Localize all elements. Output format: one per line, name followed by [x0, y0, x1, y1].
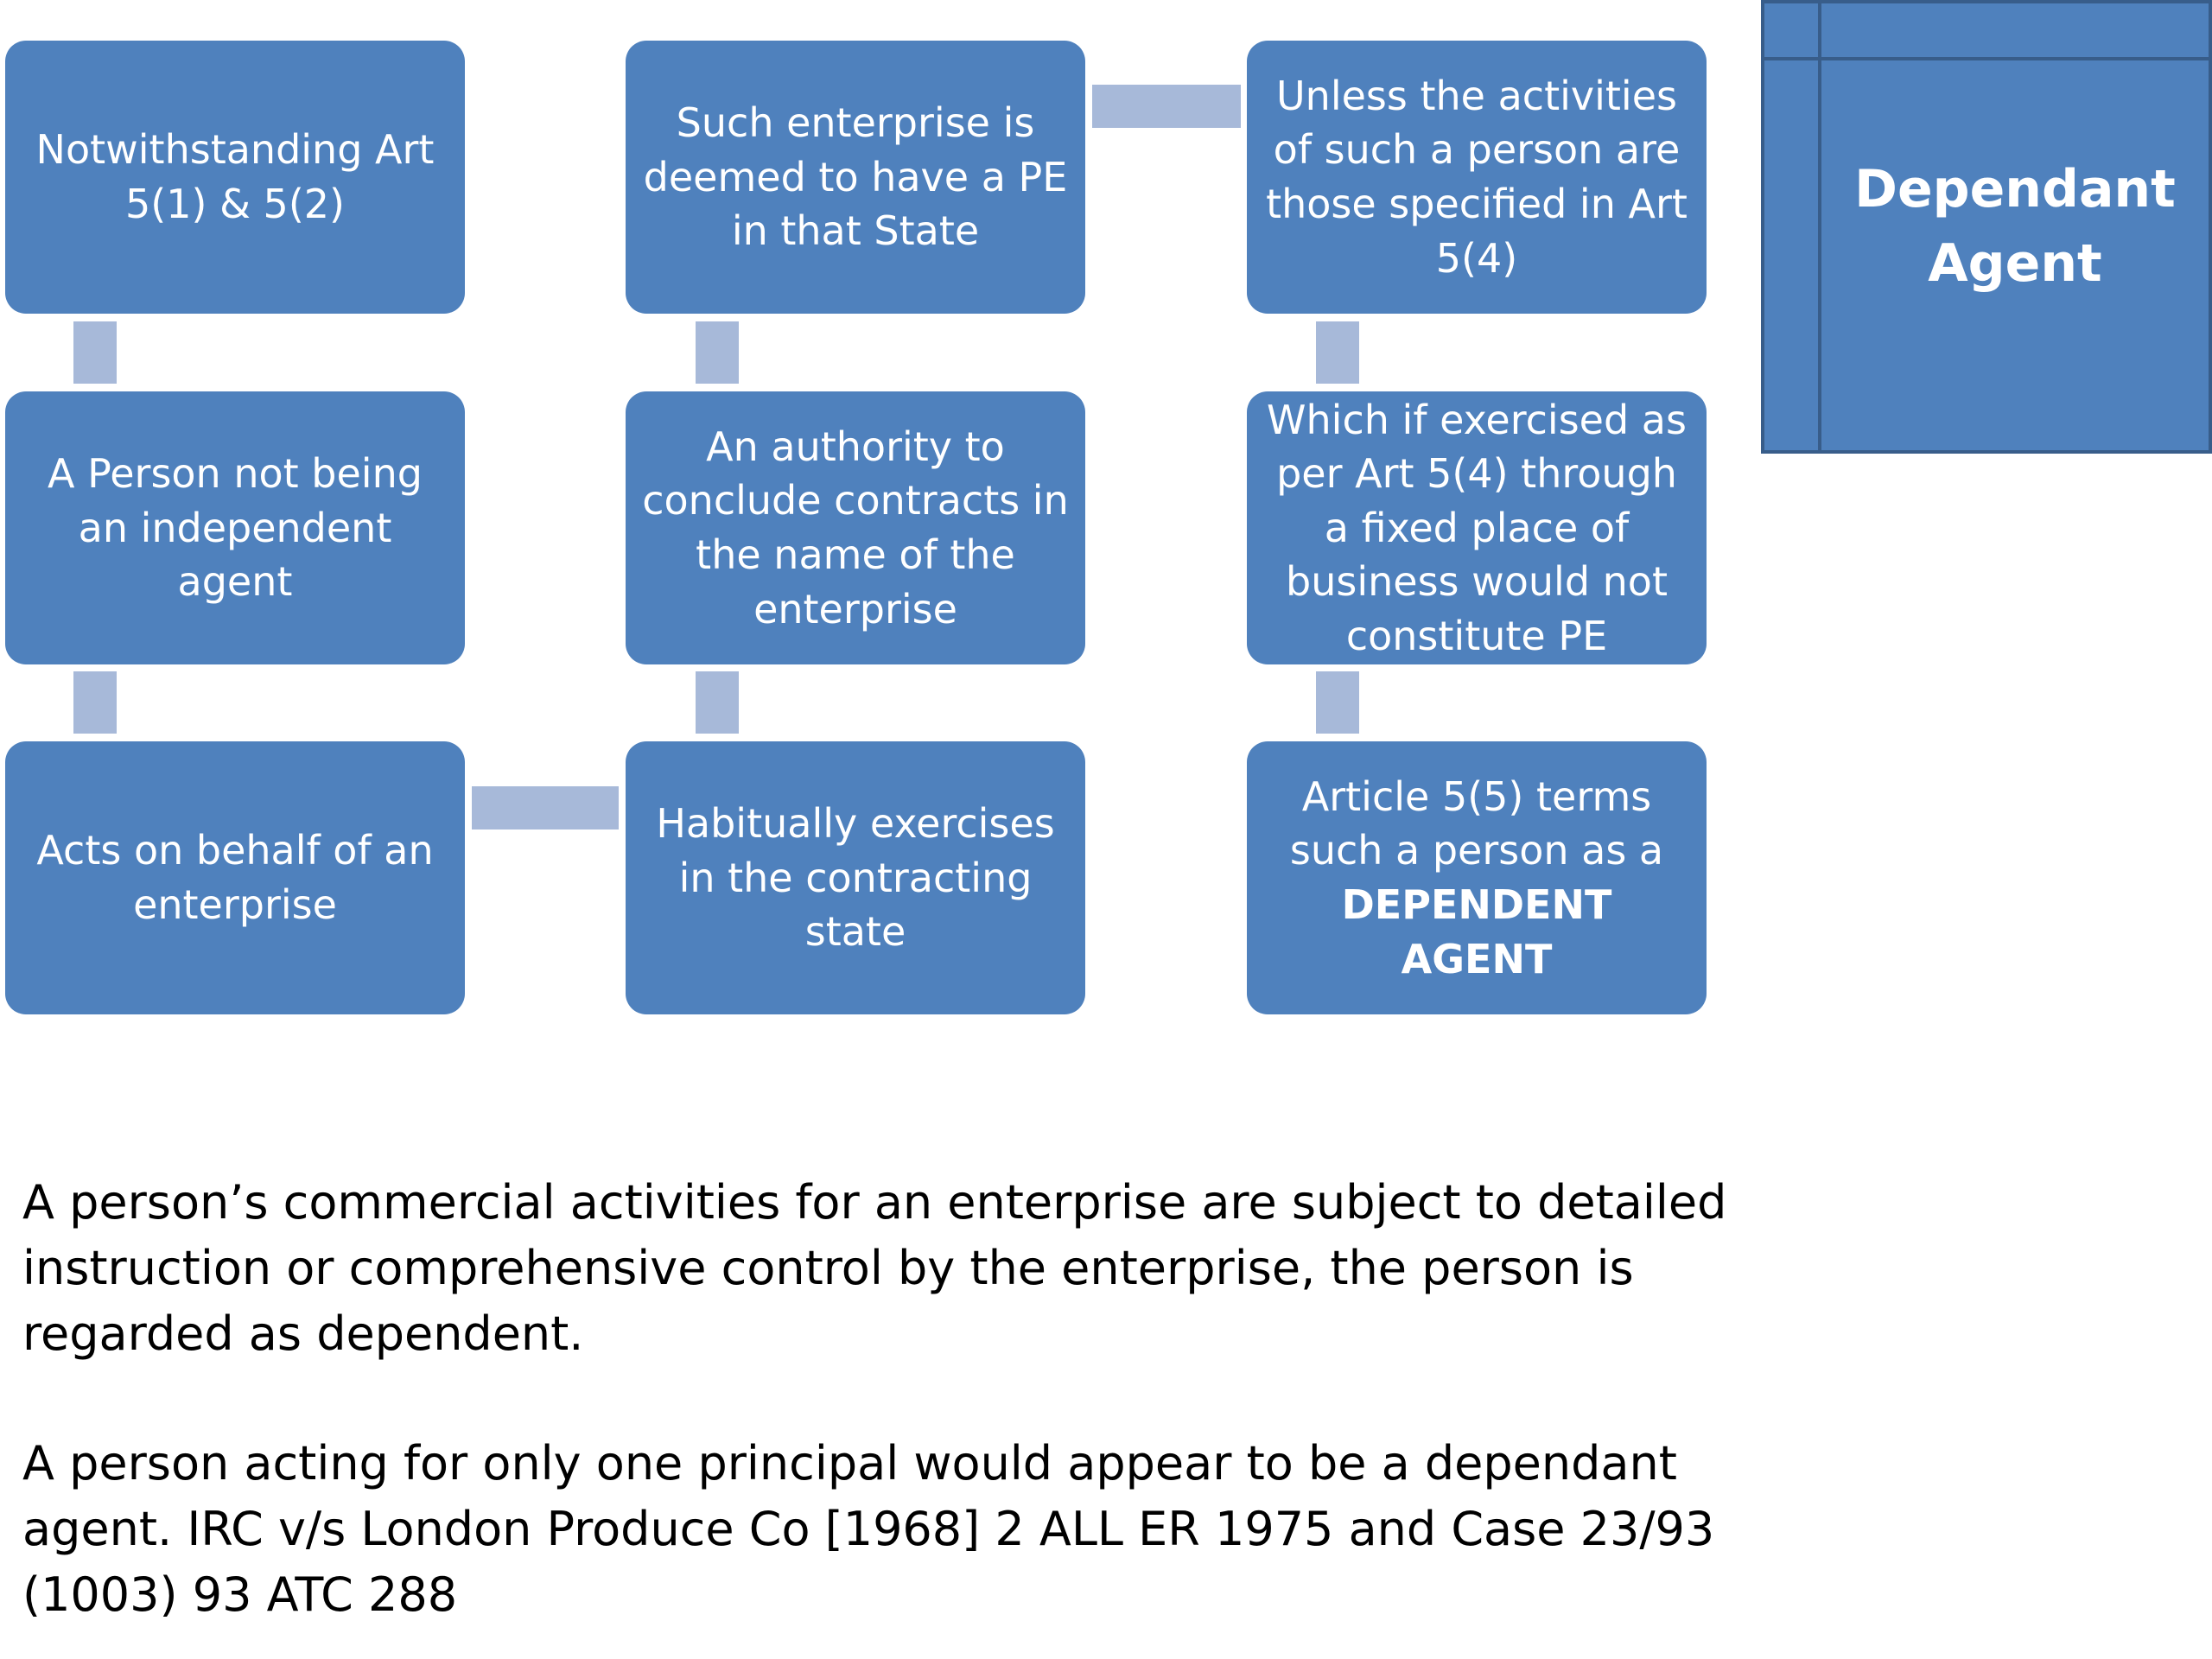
flow-box-text: Which if exercised as per Art 5(4) throu…: [1267, 396, 1687, 659]
connector-b5-b6: [696, 321, 739, 384]
title-line-2: Agent: [1928, 232, 2102, 294]
title-line-1: Dependant: [1854, 159, 2176, 220]
connector-b7-b8: [1316, 321, 1359, 384]
flow-box-text: Acts on behalf of an enterprise: [36, 827, 434, 928]
title-panel-divider-horizontal: [1764, 57, 2209, 60]
flow-box-fixed-place: Which if exercised as per Art 5(4) throu…: [1247, 391, 1707, 664]
title-text: Dependant Agent: [1821, 60, 2209, 450]
flow-box-notwithstanding: Notwithstanding Art 5(1) & 5(2): [5, 41, 465, 314]
flow-box-authority-contracts: An authority to conclude contracts in th…: [626, 391, 1085, 664]
flow-box-text: Such enterprise is deemed to have a PE i…: [643, 99, 1068, 255]
flow-box-text: Unless the activities of such a person a…: [1266, 72, 1688, 282]
title-panel-divider-vertical: [1818, 3, 1821, 450]
flow-box-text: Notwithstanding Art 5(1) & 5(2): [35, 126, 435, 227]
flow-box-deemed-pe: Such enterprise is deemed to have a PE i…: [626, 41, 1085, 314]
connector-b1-b2: [73, 321, 117, 384]
flow-box-dependent-agent: Article 5(5) terms such a person as a DE…: [1247, 741, 1707, 1014]
title-panel: Dependant Agent: [1761, 0, 2212, 454]
flow-box-text: Habitually exercises in the contracting …: [656, 800, 1055, 956]
flow-box-text-prefix: Article 5(5) terms such a person as a: [1289, 772, 1664, 874]
flow-box-emphasis: DEPENDENT AGENT: [1341, 881, 1612, 982]
connector-b8-b9: [1316, 671, 1359, 734]
flow-box-habitually-exercises: Habitually exercises in the contracting …: [626, 741, 1085, 1014]
flow-box-text: Article 5(5) terms such a person as a DE…: [1262, 770, 1691, 986]
flow-box-person-not-independent: A Person not being an independent agent: [5, 391, 465, 664]
flow-box-text: A Person not being an independent agent: [48, 450, 423, 606]
connector-b4-b5: [696, 671, 739, 734]
flow-box-unless-activities: Unless the activities of such a person a…: [1247, 41, 1707, 314]
flow-box-text: An authority to conclude contracts in th…: [642, 423, 1069, 632]
note-paragraph-2: A person acting for only one principal w…: [22, 1436, 1715, 1622]
flow-box-acts-on-behalf: Acts on behalf of an enterprise: [5, 741, 465, 1014]
connector-b3-b4: [472, 786, 619, 830]
note-paragraph-1: A person’s commercial activities for an …: [22, 1175, 1727, 1361]
connector-b6-b7: [1092, 85, 1241, 128]
connector-b2-b3: [73, 671, 117, 734]
